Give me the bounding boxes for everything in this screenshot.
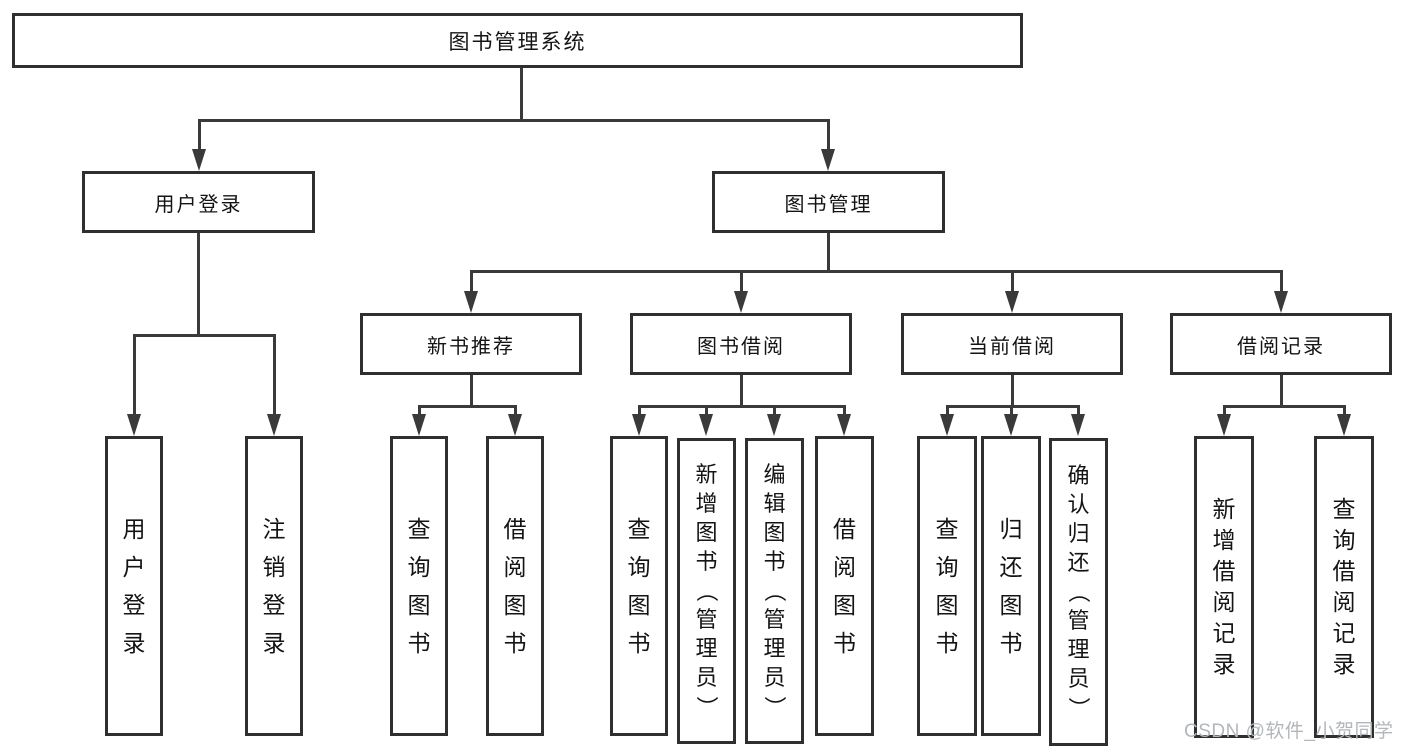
connector-line: [1010, 405, 1013, 416]
arrow-down-icon: [192, 149, 206, 171]
connector-line: [133, 334, 276, 337]
connector-line: [827, 233, 830, 273]
arrow-down-icon: [412, 414, 426, 436]
node-label: 用户登录: [154, 193, 243, 216]
leaf-label: 新增图书（管理员）: [694, 462, 720, 719]
connector-line: [1011, 270, 1014, 293]
leaf-query-borrow-record: 查询借阅记录: [1314, 436, 1374, 738]
arrow-down-icon: [1005, 291, 1019, 313]
node-current-borrow: 当前借阅: [901, 313, 1123, 375]
leaf-confirm-return-admin: 确认归还（管理员）: [1049, 438, 1108, 746]
leaf-borrow-books: 借阅图书: [815, 436, 874, 736]
connector-line: [470, 375, 473, 408]
leaf-query-books: 查询图书: [610, 436, 668, 736]
connector-line: [470, 270, 1283, 273]
arrow-down-icon: [837, 414, 851, 436]
connector-line: [418, 405, 517, 408]
connector-line: [1343, 405, 1346, 416]
connector-line: [638, 405, 846, 408]
leaf-label: 用户登录: [122, 515, 146, 656]
node-label: 图书借阅: [697, 335, 785, 358]
connector-line: [705, 405, 708, 416]
leaf-label: 借阅图书: [833, 515, 856, 656]
arrow-down-icon: [267, 414, 281, 436]
connector-line: [740, 270, 743, 293]
leaf-label: 注销登录: [262, 515, 286, 656]
connector-line: [198, 119, 830, 122]
arrow-down-icon: [734, 291, 748, 313]
connector-line: [273, 334, 276, 416]
node-root-label: 图书管理系统: [448, 30, 587, 54]
connector-line: [197, 233, 200, 337]
leaf-label: 查询图书: [407, 515, 431, 656]
connector-line: [1280, 270, 1283, 293]
arrow-down-icon: [508, 414, 522, 436]
leaf-add-borrow-record: 新增借阅记录: [1194, 436, 1254, 738]
connector-line: [133, 334, 136, 416]
leaf-logout: 注销登录: [245, 436, 303, 736]
connector-line: [198, 119, 201, 151]
leaf-label: 查询图书: [935, 515, 959, 656]
csdn-watermark: CSDN @软件_小贺同学: [1184, 721, 1394, 742]
arrow-down-icon: [940, 414, 954, 436]
arrow-down-icon: [1337, 414, 1351, 436]
node-user-login-branch: 用户登录: [82, 171, 315, 233]
arrow-down-icon: [1274, 291, 1288, 313]
leaf-label: 新增借阅记录: [1212, 496, 1236, 677]
arrow-down-icon: [699, 414, 713, 436]
leaf-label: 确认归还（管理员）: [1066, 463, 1092, 720]
node-borrow-records: 借阅记录: [1170, 313, 1392, 375]
connector-line: [946, 405, 949, 416]
connector-line: [1223, 405, 1226, 416]
arrow-down-icon: [1217, 414, 1231, 436]
connector-line: [514, 405, 517, 416]
node-label: 借阅记录: [1237, 335, 1325, 358]
node-book-management: 图书管理: [712, 171, 945, 233]
node-label: 新书推荐: [427, 335, 515, 358]
connector-line: [1011, 375, 1014, 408]
leaf-label: 归还图书: [999, 515, 1023, 656]
leaf-return-book: 归还图书: [981, 436, 1041, 736]
arrow-down-icon: [1071, 414, 1085, 436]
connector-line: [470, 270, 473, 293]
connector-line: [740, 375, 743, 408]
leaf-query-books: 查询图书: [390, 436, 448, 736]
leaf-label: 编辑图书（管理员）: [762, 462, 788, 719]
node-new-book-recommend: 新书推荐: [360, 313, 582, 375]
leaf-query-books: 查询图书: [917, 436, 977, 736]
connector-line: [1077, 405, 1080, 416]
connector-line: [827, 119, 830, 151]
connector-line: [638, 405, 641, 416]
connector-line: [418, 405, 421, 416]
arrow-down-icon: [464, 291, 478, 313]
connector-line: [520, 68, 523, 120]
arrow-down-icon: [1004, 414, 1018, 436]
arrow-down-icon: [632, 414, 646, 436]
arrow-down-icon: [127, 414, 141, 436]
node-book-borrow: 图书借阅: [630, 313, 852, 375]
connector-line: [843, 405, 846, 416]
leaf-label: 借阅图书: [503, 515, 527, 656]
leaf-label: 查询图书: [627, 515, 651, 656]
leaf-add-book-admin: 新增图书（管理员）: [677, 438, 736, 744]
connector-line: [1223, 405, 1346, 408]
node-root: 图书管理系统: [12, 13, 1023, 68]
arrow-down-icon: [767, 414, 781, 436]
leaf-edit-book-admin: 编辑图书（管理员）: [745, 438, 804, 744]
connector-line: [773, 405, 776, 416]
leaf-borrow-books: 借阅图书: [486, 436, 544, 736]
connector-line: [946, 405, 1080, 408]
node-label: 图书管理: [784, 193, 873, 216]
node-label: 当前借阅: [968, 335, 1056, 358]
connector-line: [1280, 375, 1283, 408]
arrow-down-icon: [821, 149, 835, 171]
leaf-label: 查询借阅记录: [1332, 496, 1356, 677]
leaf-user-login: 用户登录: [105, 436, 163, 736]
